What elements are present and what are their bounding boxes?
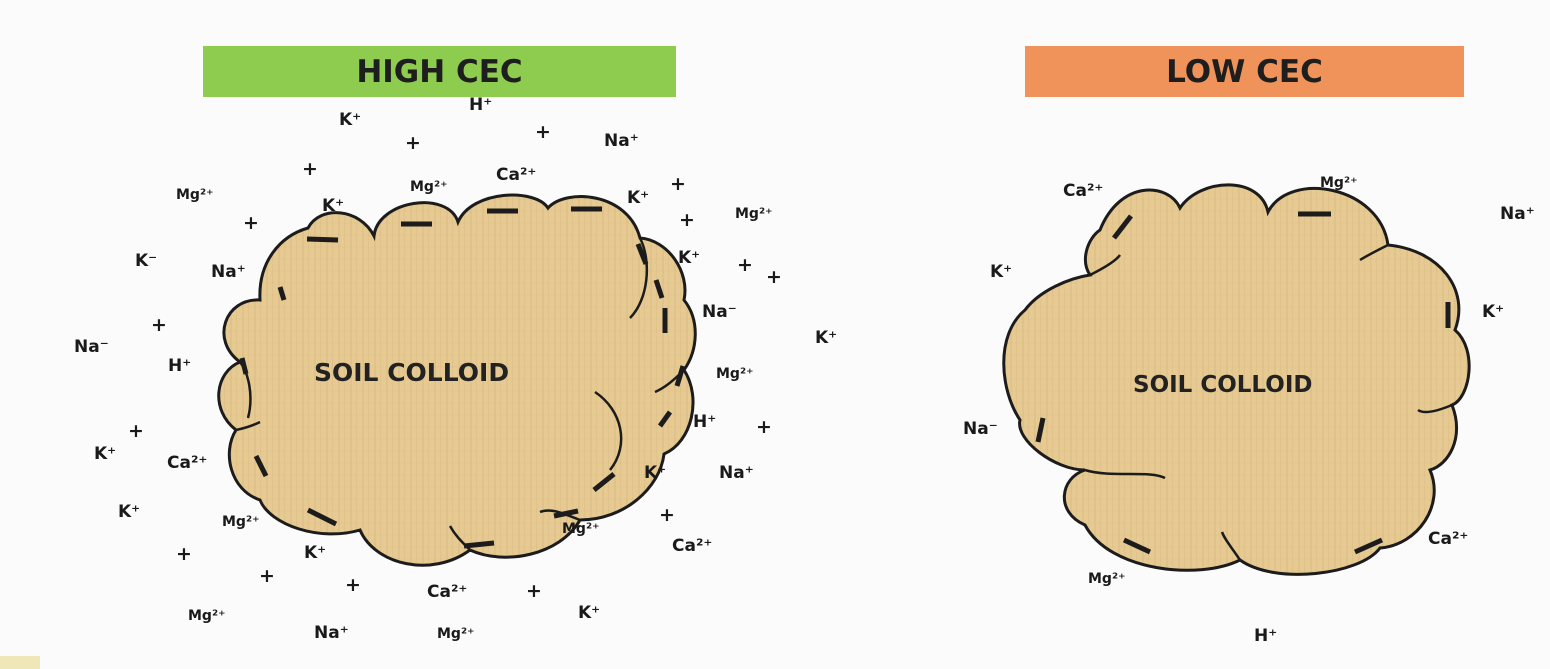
plus-sign: + bbox=[405, 134, 421, 153]
ion-label: Mg²⁺ bbox=[410, 180, 447, 194]
ion-label: K⁺ bbox=[815, 330, 837, 347]
ion-label: H⁺ bbox=[1254, 628, 1277, 645]
plus-sign: + bbox=[128, 422, 144, 441]
ion-label: K⁺ bbox=[990, 264, 1012, 281]
ion-label: Mg²⁺ bbox=[562, 522, 599, 536]
plus-sign: + bbox=[670, 175, 686, 194]
plus-sign: + bbox=[151, 316, 167, 335]
ion-label: H⁺ bbox=[168, 358, 191, 375]
ion-label: Na⁻ bbox=[74, 339, 109, 356]
plus-sign: + bbox=[737, 256, 753, 275]
high-cec-title: HIGH CEC bbox=[203, 46, 676, 97]
ion-label: Mg²⁺ bbox=[176, 188, 213, 202]
plus-sign: + bbox=[535, 123, 551, 142]
ion-label: Ca²⁺ bbox=[167, 455, 207, 472]
ion-label: H⁺ bbox=[693, 414, 716, 431]
ion-label: K⁺ bbox=[678, 250, 700, 267]
ion-label: K⁺ bbox=[94, 446, 116, 463]
low-cec-title: LOW CEC bbox=[1025, 46, 1464, 97]
ion-label: Ca²⁺ bbox=[496, 167, 536, 184]
plus-sign: + bbox=[756, 418, 772, 437]
ion-label: Mg²⁺ bbox=[437, 627, 474, 641]
ion-label: K⁺ bbox=[644, 465, 666, 482]
ion-label: Na⁺ bbox=[719, 465, 754, 482]
high-cec-colloid-label: SOIL COLLOID bbox=[314, 358, 509, 387]
ion-label: Na⁺ bbox=[211, 264, 246, 281]
plus-sign: + bbox=[259, 567, 275, 586]
ion-label: K⁺ bbox=[118, 504, 140, 521]
plus-sign: + bbox=[176, 545, 192, 564]
plus-sign: + bbox=[302, 160, 318, 179]
ion-label: Na⁻ bbox=[963, 421, 998, 438]
plus-sign: + bbox=[766, 268, 782, 287]
ion-label: K⁺ bbox=[322, 198, 344, 215]
ion-label: K⁺ bbox=[304, 545, 326, 562]
corner-mark bbox=[0, 656, 40, 669]
ion-label: K⁺ bbox=[627, 190, 649, 207]
ion-label: Na⁺ bbox=[314, 625, 349, 642]
ion-label: K⁺ bbox=[339, 112, 361, 129]
plus-sign: + bbox=[679, 211, 695, 230]
ion-label: Ca²⁺ bbox=[427, 584, 467, 601]
ion-label: Na⁺ bbox=[604, 133, 639, 150]
ion-label: Mg²⁺ bbox=[716, 367, 753, 381]
ion-label: K⁺ bbox=[1482, 304, 1504, 321]
ion-label: Na⁻ bbox=[702, 304, 737, 321]
plus-sign: + bbox=[345, 576, 361, 595]
ion-label: Mg²⁺ bbox=[1088, 572, 1125, 586]
ion-label: K⁺ bbox=[578, 605, 600, 622]
ion-label: Ca²⁺ bbox=[1428, 531, 1468, 548]
low-cec-colloid-label: SOIL COLLOID bbox=[1133, 372, 1312, 398]
ion-label: K⁻ bbox=[135, 253, 157, 270]
ion-label: Mg²⁺ bbox=[188, 609, 225, 623]
plus-sign: + bbox=[526, 582, 542, 601]
ion-label: Ca²⁺ bbox=[672, 538, 712, 555]
ion-label: Ca²⁺ bbox=[1063, 183, 1103, 200]
ion-label: Mg²⁺ bbox=[222, 515, 259, 529]
plus-sign: + bbox=[243, 214, 259, 233]
ion-label: H⁺ bbox=[469, 97, 492, 114]
ion-label: Mg²⁺ bbox=[1320, 176, 1357, 190]
ion-label: Na⁺ bbox=[1500, 206, 1535, 223]
plus-sign: + bbox=[659, 506, 675, 525]
ion-label: Mg²⁺ bbox=[735, 207, 772, 221]
